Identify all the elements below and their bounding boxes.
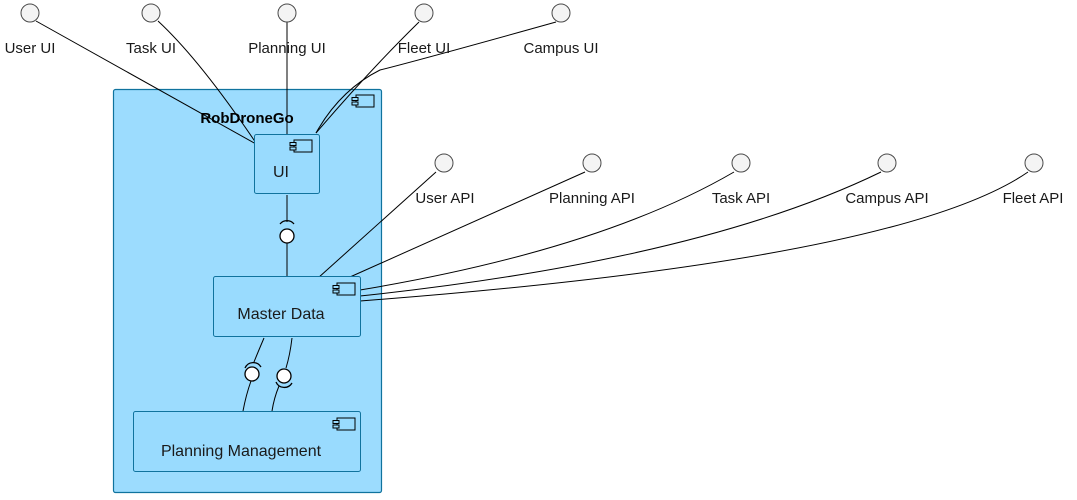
campus-api-interface-icon[interactable]: [877, 153, 897, 173]
master-data-label: Master Data: [237, 306, 324, 323]
planning-ui-label: Planning UI: [248, 40, 326, 57]
api-wires: [317, 171, 1029, 302]
ui-wires: [35, 20, 557, 145]
fleet-ui-label: Fleet UI: [398, 40, 451, 57]
planning-ui-interface-icon[interactable]: [277, 3, 297, 23]
planning-management-component[interactable]: [133, 411, 361, 472]
fleet-api-interface-icon[interactable]: [1024, 153, 1044, 173]
campus-ui-interface-icon[interactable]: [551, 3, 571, 23]
container-title: RobDroneGo: [200, 110, 293, 127]
campus-ui-label: Campus UI: [523, 40, 598, 57]
ui-component-label: UI: [273, 164, 289, 181]
user-ui-interface-icon[interactable]: [20, 3, 40, 23]
component-icon: [289, 139, 313, 153]
user-ui-label: User UI: [5, 40, 56, 57]
planning-api-interface-icon[interactable]: [582, 153, 602, 173]
component-icon: [332, 282, 356, 296]
task-api-interface-icon[interactable]: [731, 153, 751, 173]
user-api-interface-icon[interactable]: [434, 153, 454, 173]
component-icon: [332, 417, 356, 431]
master-data-component[interactable]: [213, 276, 361, 337]
planning-api-label: Planning API: [549, 190, 635, 207]
fleet-ui-interface-icon[interactable]: [414, 3, 434, 23]
fleet-api-label: Fleet API: [1003, 190, 1064, 207]
ui-master-data-connector: [279, 195, 295, 276]
task-ui-interface-icon[interactable]: [141, 3, 161, 23]
user-api-label: User API: [415, 190, 474, 207]
task-api-label: Task API: [712, 190, 770, 207]
campus-api-label: Campus API: [845, 190, 928, 207]
master-planning-connector-left: [242, 337, 265, 412]
component-icon: [351, 94, 375, 108]
master-planning-connector-right: [271, 337, 293, 412]
task-ui-label: Task UI: [126, 40, 176, 57]
planning-management-label: Planning Management: [161, 443, 322, 460]
